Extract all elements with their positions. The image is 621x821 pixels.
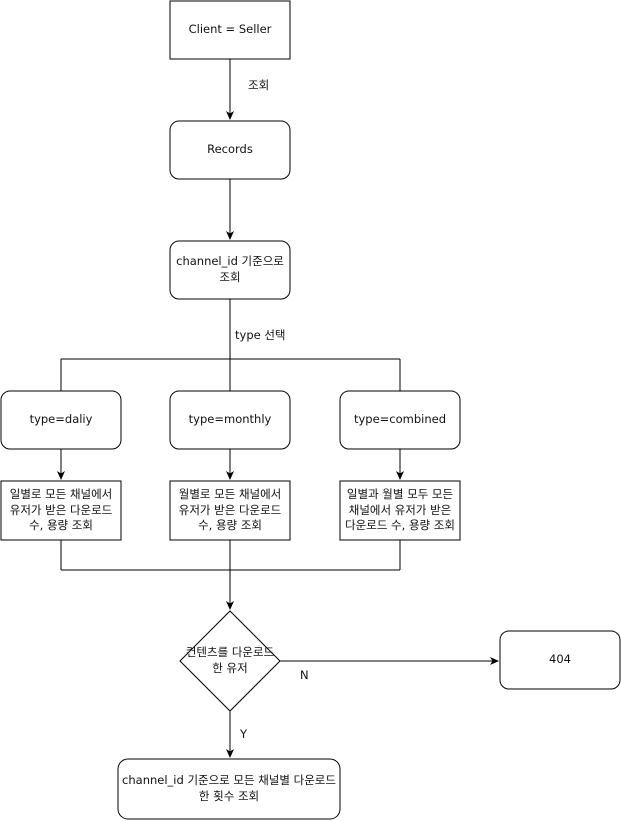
combined-desc-box <box>339 480 461 541</box>
channel-query-box <box>169 240 291 300</box>
type-daily-box <box>0 390 122 450</box>
records-box <box>169 120 291 180</box>
edge-label-type-select: type 선택 <box>235 328 286 342</box>
monthly-desc-box <box>169 480 291 541</box>
type-monthly-box <box>169 390 291 450</box>
decision-diamond <box>179 610 281 712</box>
edge-label-query: 조회 <box>248 78 270 92</box>
edge-label-yes: Y <box>240 727 248 741</box>
not-found-box <box>499 630 621 690</box>
result-box <box>117 758 341 820</box>
type-combined-box <box>339 390 461 450</box>
daily-desc-box <box>0 480 122 541</box>
client-box <box>169 0 291 60</box>
edge-label-no: N <box>300 668 309 682</box>
